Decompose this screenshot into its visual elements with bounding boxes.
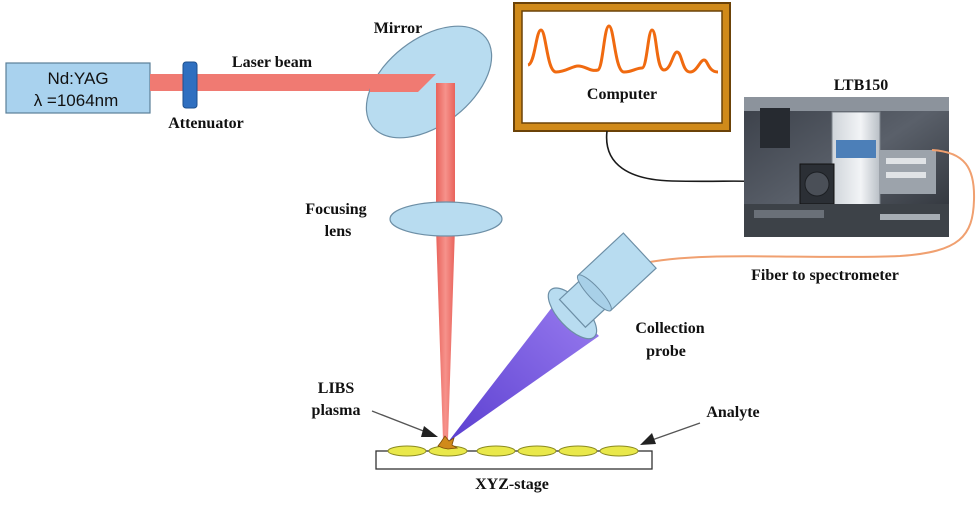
fiber-label: Fiber to spectrometer <box>751 267 899 284</box>
analyte-samples <box>387 445 639 457</box>
ltb150-spectrometer: LTB150 <box>744 77 949 237</box>
analyte-sample <box>387 445 427 457</box>
mirror-label: Mirror <box>374 20 423 37</box>
laser-beam-vertical <box>436 83 455 213</box>
collection-label-line2: probe <box>646 343 686 360</box>
analyte-sample <box>558 445 598 457</box>
focused-beam <box>436 228 455 440</box>
computer-monitor: Computer <box>513 2 731 132</box>
laser-wavelength: λ =1064nm <box>34 91 119 110</box>
mirror <box>365 25 493 139</box>
xyz-stage-label: XYZ-stage <box>475 476 549 493</box>
laser-source: Nd:YAG λ =1064nm <box>5 62 151 114</box>
ltb150-label: LTB150 <box>834 77 889 94</box>
computer-cable <box>605 130 765 183</box>
computer-label: Computer <box>587 86 657 103</box>
libs-arrow <box>371 410 438 437</box>
focusing-label-line1: Focusing <box>305 201 366 218</box>
libs-plasma-spark <box>437 435 459 450</box>
analyte-sample <box>476 445 516 457</box>
analyte-sample <box>599 445 639 457</box>
libs-label-line2: plasma <box>312 402 361 419</box>
attenuator-label: Attenuator <box>168 115 244 132</box>
beam-on-mirror <box>370 74 436 92</box>
analyte-label: Analyte <box>706 404 759 421</box>
attenuator-element <box>182 61 198 109</box>
collection-label-line1: Collection <box>635 320 704 337</box>
laser-beam-horizontal <box>150 74 436 91</box>
analyte-arrow <box>640 422 701 445</box>
collection-cone <box>448 297 599 442</box>
focusing-label-line2: lens <box>325 223 352 240</box>
analyte-sample <box>517 445 557 457</box>
focusing-lens <box>389 201 503 237</box>
laser-beam-label: Laser beam <box>232 54 313 71</box>
libs-label-line1: LIBS <box>318 380 355 397</box>
laser-name: Nd:YAG <box>47 69 108 88</box>
collection-probe <box>547 232 657 340</box>
spectrum-trace <box>527 24 719 74</box>
